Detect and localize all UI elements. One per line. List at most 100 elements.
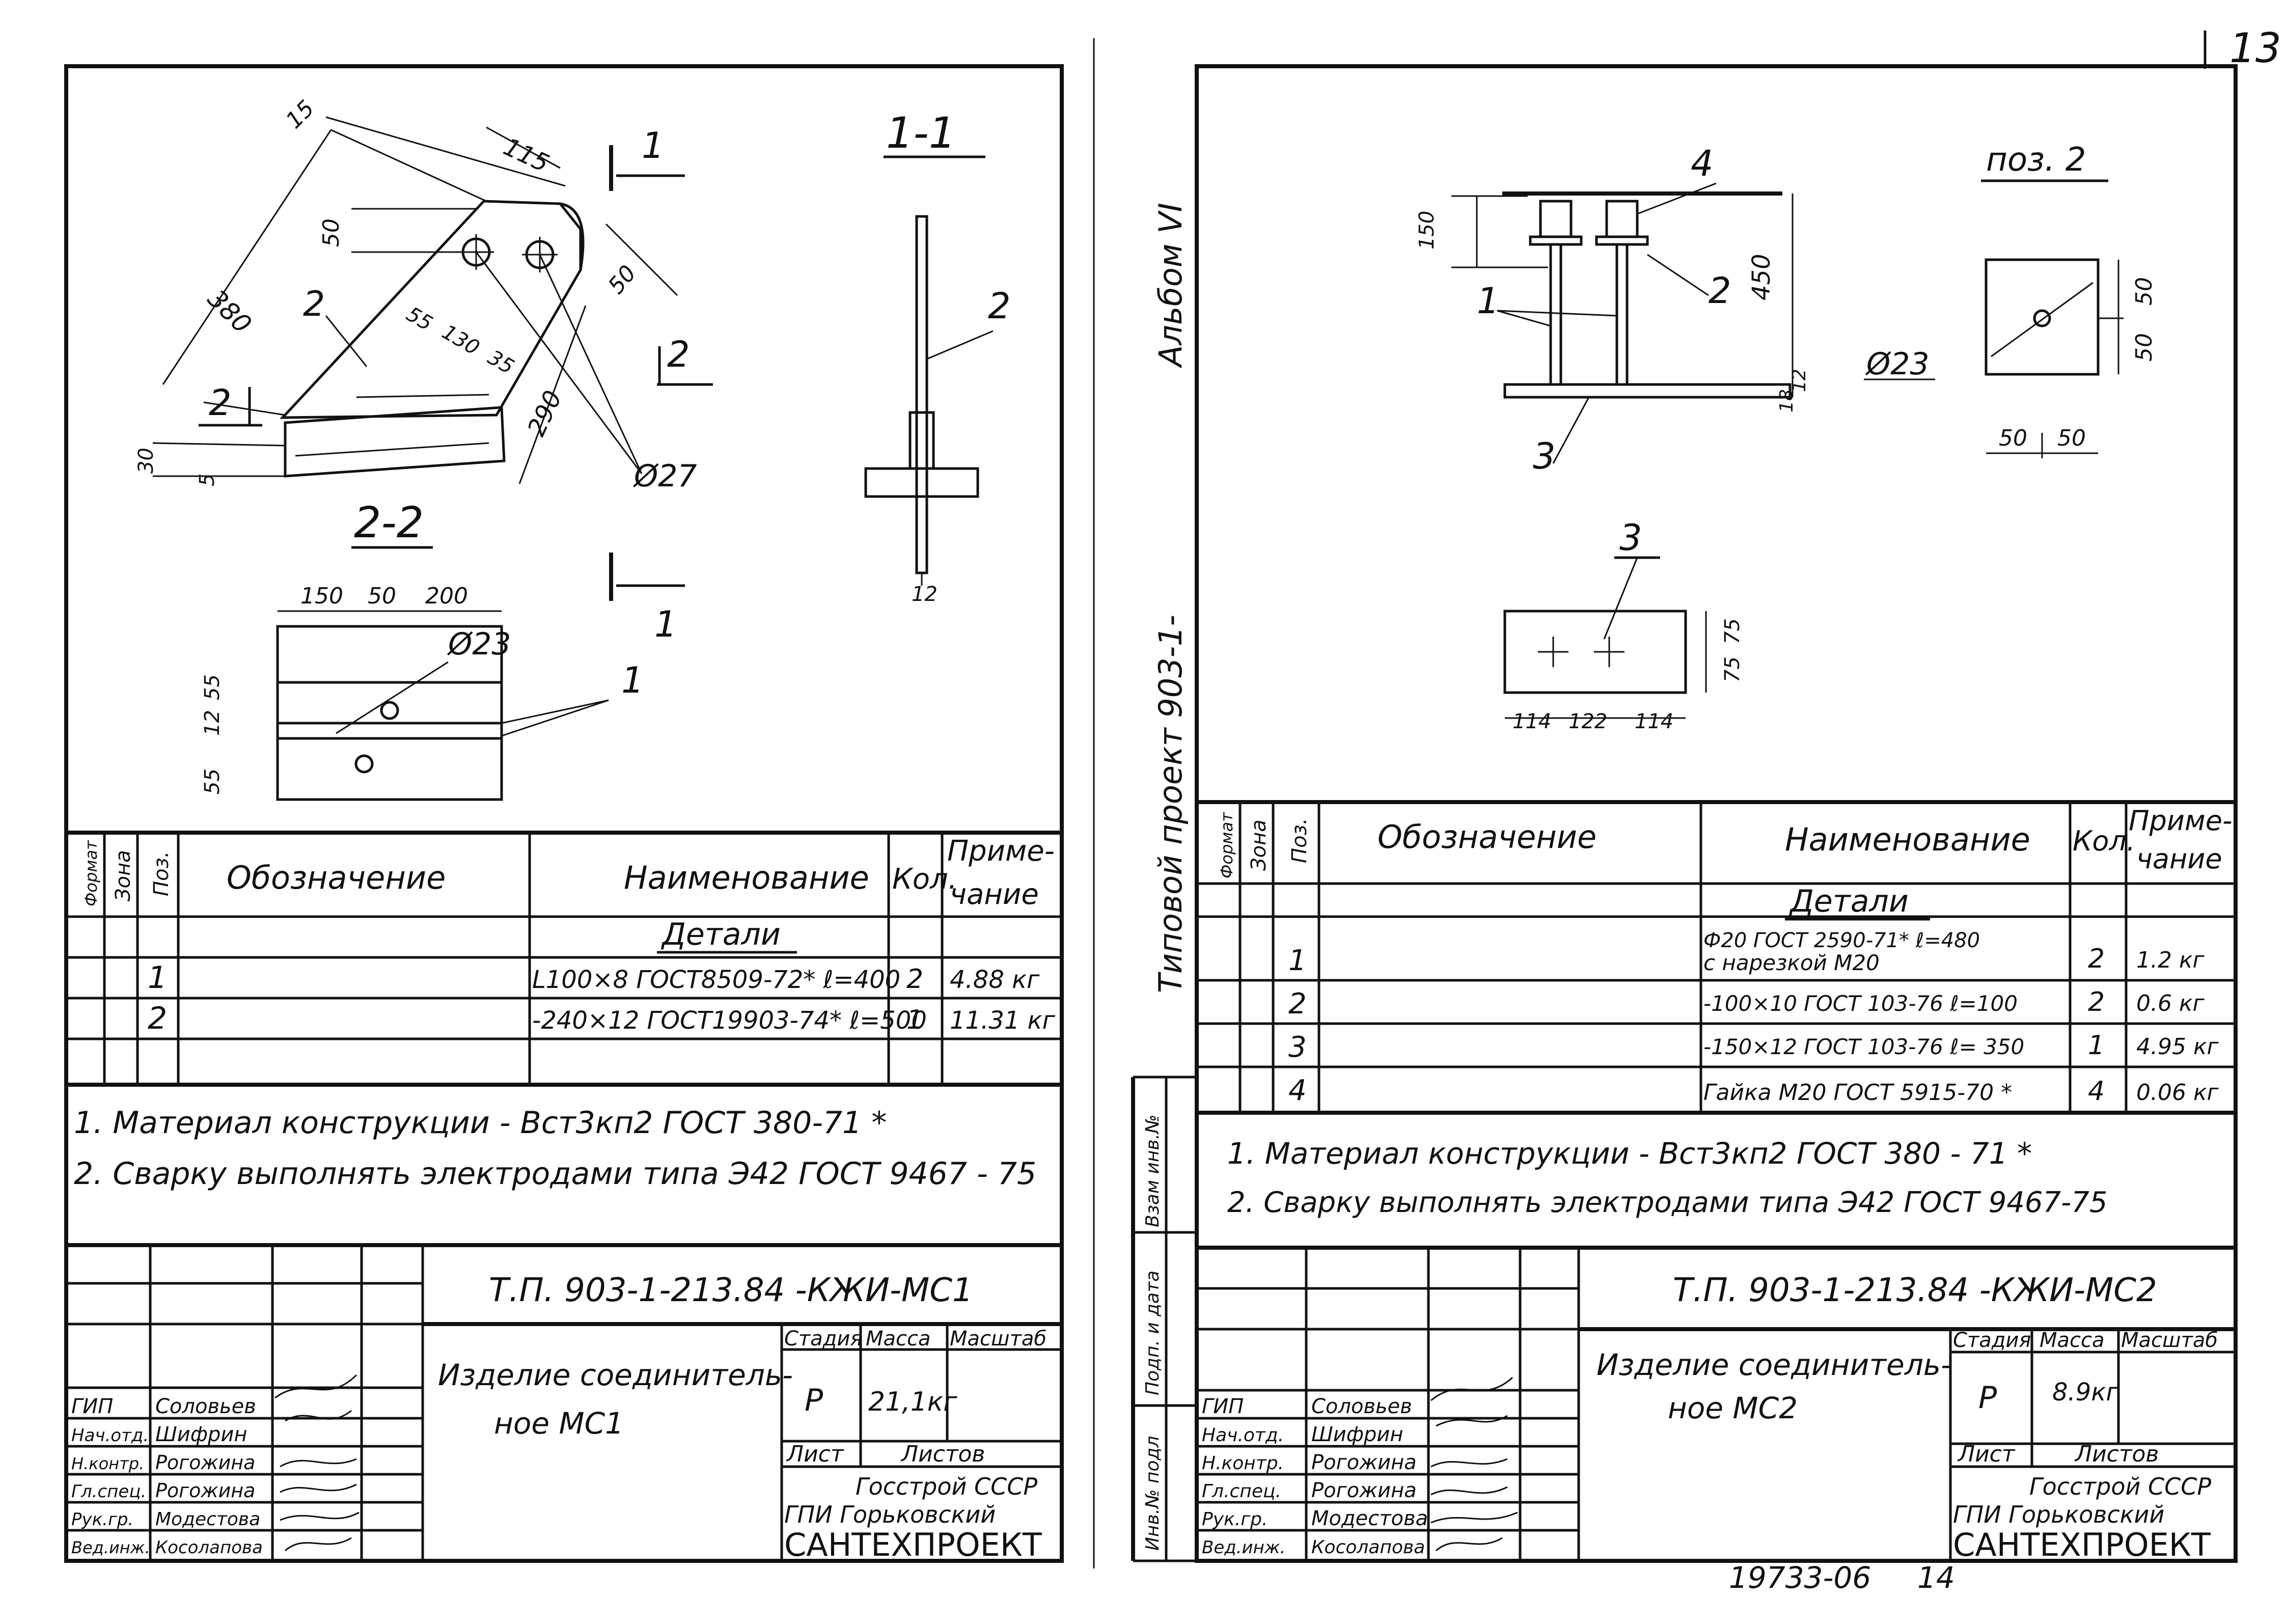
dim-12-section: 12 [912, 583, 938, 606]
r-hdr-pos: Поз. [1288, 818, 1311, 863]
right-staff-5-name: Модестова [1311, 1507, 1428, 1530]
left-signatures [274, 1374, 360, 1552]
hdr-note-1: Приме- [947, 835, 1055, 868]
left-sheet: 15 115 50 380 55 130 35 50 290 30 5 Ø27 … [64, 64, 1064, 1563]
r-row2-pos: 2 [1288, 987, 1307, 1021]
left-note-1: 1. Материал конструкции - Вст3кп2 ГОСТ 3… [74, 1105, 887, 1141]
left-sheets-header: Листов [900, 1441, 985, 1467]
right-stage-value: Р [1978, 1380, 1997, 1416]
r-hdr-name: Наименование [1785, 821, 2030, 858]
dim-r12: 12 [1789, 369, 1810, 392]
r-row4-name: Гайка М20 ГОСТ 5915-70 * [1703, 1080, 2012, 1106]
mark-r3: 3 [1533, 435, 1556, 477]
side-album: Альбом VI [1152, 203, 1189, 369]
dim-50b: 50 [603, 260, 641, 299]
right-staff-4-role: Гл.спец. [1202, 1481, 1281, 1502]
right-title-block: Т.П. 903-1-213.84 -КЖИ-МС2 Изделие соеди… [1197, 1246, 2236, 1563]
left-staff-1-name: Соловьев [155, 1395, 256, 1418]
section-mark-1a: 1 [642, 125, 665, 167]
dim-12b: 12 [201, 710, 224, 736]
r-row4-pos: 4 [1288, 1074, 1307, 1107]
row1-pos: 1 [148, 960, 167, 996]
left-staff-2-role: Нач.отд. [71, 1425, 149, 1446]
section-mark-1b: 1 [654, 603, 677, 645]
right-staff-1-role: ГИП [1202, 1395, 1244, 1418]
dim-5: 5 [196, 474, 219, 486]
pos3-dim-122: 122 [1568, 710, 1607, 733]
pos2-title: поз. 2 [1986, 141, 2086, 179]
side-field-3: Инв.№ подл [1142, 1436, 1163, 1551]
right-org-1: Госстрой СССР [2029, 1473, 2211, 1500]
r-row4-note: 0.06 кг [2136, 1080, 2219, 1106]
dim-15: 15 [281, 95, 320, 134]
section-1-1-view: 12 2 [864, 215, 1011, 606]
mark-2-section: 2 [988, 285, 1011, 327]
left-staff-6-name: Косолапова [155, 1537, 263, 1558]
left-staff-5-name: Модестова [155, 1509, 260, 1530]
r-row1-note: 1.2 кг [2136, 947, 2205, 973]
right-rod-view: 150 450 18 12 1 2 3 4 [1415, 143, 1810, 477]
row1-note: 4.88 кг [950, 966, 1040, 994]
hdr-format: Формат [81, 840, 101, 906]
mark-2-bracket: 2 [303, 284, 325, 324]
r-group-details: Детали [1788, 884, 1909, 919]
left-title-line2: ное МС1 [494, 1406, 624, 1441]
left-org-1: Госстрой СССР [856, 1473, 1037, 1500]
pos3-dim-75b: 75 [1721, 656, 1744, 682]
left-staff-6-role: Вед.инж. [71, 1538, 150, 1557]
dim-150: 150 [300, 583, 343, 609]
right-staff-2-role: Нач.отд. [1202, 1425, 1284, 1446]
left-title-line1: Изделие соединитель- [438, 1358, 793, 1392]
dim-30: 30 [134, 448, 158, 474]
pos3-dim-75a: 75 [1721, 618, 1744, 644]
right-note-2: 2. Сварку выполнять электродами типа Э42… [1227, 1186, 2108, 1219]
hdr-zone: Зона [112, 850, 135, 901]
right-org-3: САНТЕХПРОЕКТ [1953, 1526, 2211, 1563]
r-row3-note: 4.95 кг [2136, 1034, 2219, 1060]
section-title-2-2: 2-2 [354, 498, 424, 547]
r-row4-qty: 4 [2088, 1076, 2105, 1107]
dim-55b: 55 [201, 674, 224, 700]
left-staff-1-role: ГИП [71, 1395, 113, 1418]
right-staff-3-name: Рогожина [1311, 1451, 1417, 1474]
side-project: Типовой проект 903-1- [1152, 615, 1189, 993]
side-field-2: Подп. и дата [1142, 1271, 1163, 1395]
right-staff-4-name: Рогожина [1311, 1479, 1417, 1502]
r-row1-name: Ф20 ГОСТ 2590-71* ℓ=480 [1703, 929, 1980, 952]
left-org-2: ГПИ Горьковский [784, 1501, 996, 1528]
hdr-pos: Поз. [150, 851, 173, 896]
dia-23-left: Ø23 [447, 626, 511, 662]
row1-name: L100×8 ГОСТ8509-72* ℓ=400 [532, 966, 900, 994]
mark-1-section: 1 [621, 659, 644, 701]
right-stage-header: Стадия [1953, 1329, 2031, 1352]
right-staff-3-role: Н.контр. [1202, 1453, 1284, 1474]
r-row2-note: 0.6 кг [2136, 990, 2205, 1016]
row1-qty: 2 [906, 964, 923, 995]
left-staff-3-name: Рогожина [155, 1451, 255, 1474]
left-scale-header: Масштаб [950, 1327, 1046, 1351]
hdr-designation: Обозначение [227, 859, 446, 896]
row2-name: -240×12 ГОСТ19903-74* ℓ=500 [532, 1006, 927, 1035]
right-sheet-header: Лист [1957, 1441, 2016, 1467]
section-mark-2a: 2 [209, 382, 232, 424]
right-scale-header: Масштаб [2121, 1329, 2218, 1352]
left-spec-table: Формат Зона Поз. Обозначение Наименовани… [66, 831, 1062, 1087]
dim-290: 290 [522, 386, 567, 441]
dim-50c: 50 [368, 583, 396, 609]
dim-200: 200 [425, 583, 468, 609]
hdr-name: Наименование [624, 859, 869, 896]
left-doc-code: Т.П. 903-1-213.84 -КЖИ-МС1 [489, 1272, 973, 1309]
section-title-1-1: 1-1 [886, 108, 956, 158]
r-row3-qty: 1 [2088, 1030, 2105, 1061]
r-row2-name: -100×10 ГОСТ 103-76 ℓ=100 [1703, 991, 2018, 1016]
dim-35: 35 [484, 346, 518, 379]
pos2-dim-50a: 50 [2131, 277, 2157, 306]
r-hdr-note-2: чание [2136, 843, 2222, 875]
right-note-1: 1. Материал конструкции - Вст3кп2 ГОСТ 3… [1227, 1136, 2032, 1171]
right-spec-table: Формат Зона Поз. Обозначение Наименовани… [1197, 800, 2236, 1115]
r-row3-pos: 3 [1288, 1031, 1307, 1064]
page-number: 13 [2229, 24, 2281, 72]
right-mass-header: Масса [2040, 1329, 2105, 1352]
pos2-dim-50b: 50 [2131, 333, 2157, 362]
